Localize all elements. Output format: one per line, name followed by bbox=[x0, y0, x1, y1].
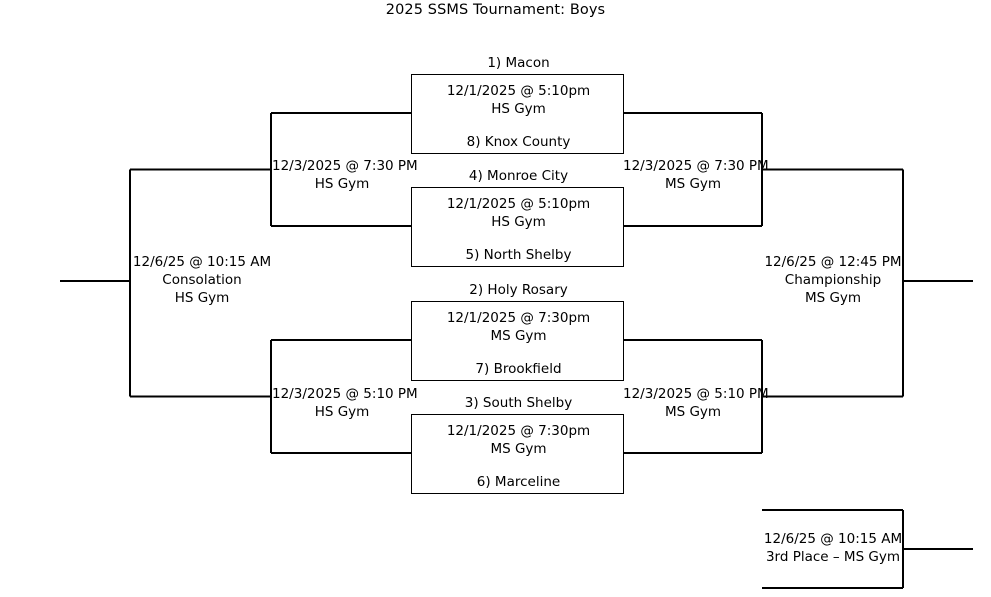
game-3-datetime: 12/1/2025 @ 7:30pm bbox=[446, 310, 591, 326]
semifinal-left-bottom-label[interactable]: 12/3/2025 @ 5:10 PM HS Gym bbox=[272, 385, 418, 421]
game-2-datetime: 12/1/2025 @ 5:10pm bbox=[446, 196, 591, 212]
semifinal-right-bottom-datetime: 12/3/2025 @ 5:10 PM bbox=[623, 386, 769, 402]
semifinal-right-bottom-label[interactable]: 12/3/2025 @ 5:10 PM MS Gym bbox=[623, 385, 769, 421]
semifinal-right-top-label[interactable]: 12/3/2025 @ 7:30 PM MS Gym bbox=[623, 157, 769, 193]
championship-venue: MS Gym bbox=[804, 290, 862, 306]
game-4-datetime: 12/1/2025 @ 7:30pm bbox=[446, 423, 591, 439]
game-box-3[interactable]: 2) Holy Rosary 12/1/2025 @ 7:30pm MS Gym… bbox=[411, 282, 625, 381]
consolation-venue: HS Gym bbox=[174, 290, 230, 306]
game-1-venue: HS Gym bbox=[491, 101, 546, 117]
third-place-datetime: 12/6/25 @ 10:15 AM bbox=[763, 531, 903, 547]
game-4-venue: MS Gym bbox=[490, 441, 547, 457]
game-4-info: 12/1/2025 @ 7:30pm MS Gym bbox=[412, 422, 625, 458]
game-3-venue: MS Gym bbox=[490, 328, 547, 344]
consolation-name: Consolation bbox=[162, 272, 242, 288]
game-1-info: 12/1/2025 @ 5:10pm HS Gym bbox=[412, 82, 625, 118]
semifinal-left-top-label[interactable]: 12/3/2025 @ 7:30 PM HS Gym bbox=[272, 157, 418, 193]
game-1-top-seed: 1) Macon bbox=[487, 55, 550, 71]
consolation-datetime: 12/6/25 @ 10:15 AM bbox=[132, 254, 272, 270]
championship-label[interactable]: 12/6/25 @ 12:45 PM Championship MS Gym bbox=[763, 253, 903, 307]
game-2-info: 12/1/2025 @ 5:10pm HS Gym bbox=[412, 195, 625, 231]
semifinal-left-top-venue: HS Gym bbox=[314, 176, 370, 192]
game-3-bottom-seed: 7) Brookfield bbox=[475, 361, 562, 377]
third-place-label[interactable]: 12/6/25 @ 10:15 AM 3rd Place – MS Gym bbox=[763, 530, 903, 566]
game-4-bottom-seed: 6) Marceline bbox=[476, 474, 561, 490]
game-box-4[interactable]: 3) South Shelby 12/1/2025 @ 7:30pm MS Gy… bbox=[411, 395, 625, 494]
championship-name: Championship bbox=[784, 272, 882, 288]
game-2-top-seed: 4) Monroe City bbox=[468, 168, 569, 184]
semifinal-right-top-venue: MS Gym bbox=[664, 176, 722, 192]
game-box-1[interactable]: 1) Macon 12/1/2025 @ 5:10pm HS Gym 8) Kn… bbox=[411, 55, 625, 154]
game-3-top-seed: 2) Holy Rosary bbox=[469, 282, 568, 298]
game-1-bottom-seed: 8) Knox County bbox=[466, 134, 571, 150]
page-title: 2025 SSMS Tournament: Boys bbox=[385, 2, 606, 18]
game-box-2[interactable]: 4) Monroe City 12/1/2025 @ 5:10pm HS Gym… bbox=[411, 168, 625, 267]
game-3-info: 12/1/2025 @ 7:30pm MS Gym bbox=[412, 309, 625, 345]
semifinal-right-top-datetime: 12/3/2025 @ 7:30 PM bbox=[623, 158, 769, 174]
third-place-name: 3rd Place – MS Gym bbox=[765, 549, 901, 565]
semifinal-left-bottom-venue: HS Gym bbox=[314, 404, 370, 420]
consolation-label[interactable]: 12/6/25 @ 10:15 AM Consolation HS Gym bbox=[132, 253, 272, 307]
game-4-top-seed: 3) South Shelby bbox=[464, 395, 573, 411]
game-1-datetime: 12/1/2025 @ 5:10pm bbox=[446, 83, 591, 99]
championship-datetime: 12/6/25 @ 12:45 PM bbox=[764, 254, 902, 270]
game-2-venue: HS Gym bbox=[491, 214, 546, 230]
semifinal-left-bottom-datetime: 12/3/2025 @ 5:10 PM bbox=[272, 386, 418, 402]
semifinal-right-bottom-venue: MS Gym bbox=[664, 404, 722, 420]
semifinal-left-top-datetime: 12/3/2025 @ 7:30 PM bbox=[272, 158, 418, 174]
game-2-bottom-seed: 5) North Shelby bbox=[465, 247, 572, 263]
